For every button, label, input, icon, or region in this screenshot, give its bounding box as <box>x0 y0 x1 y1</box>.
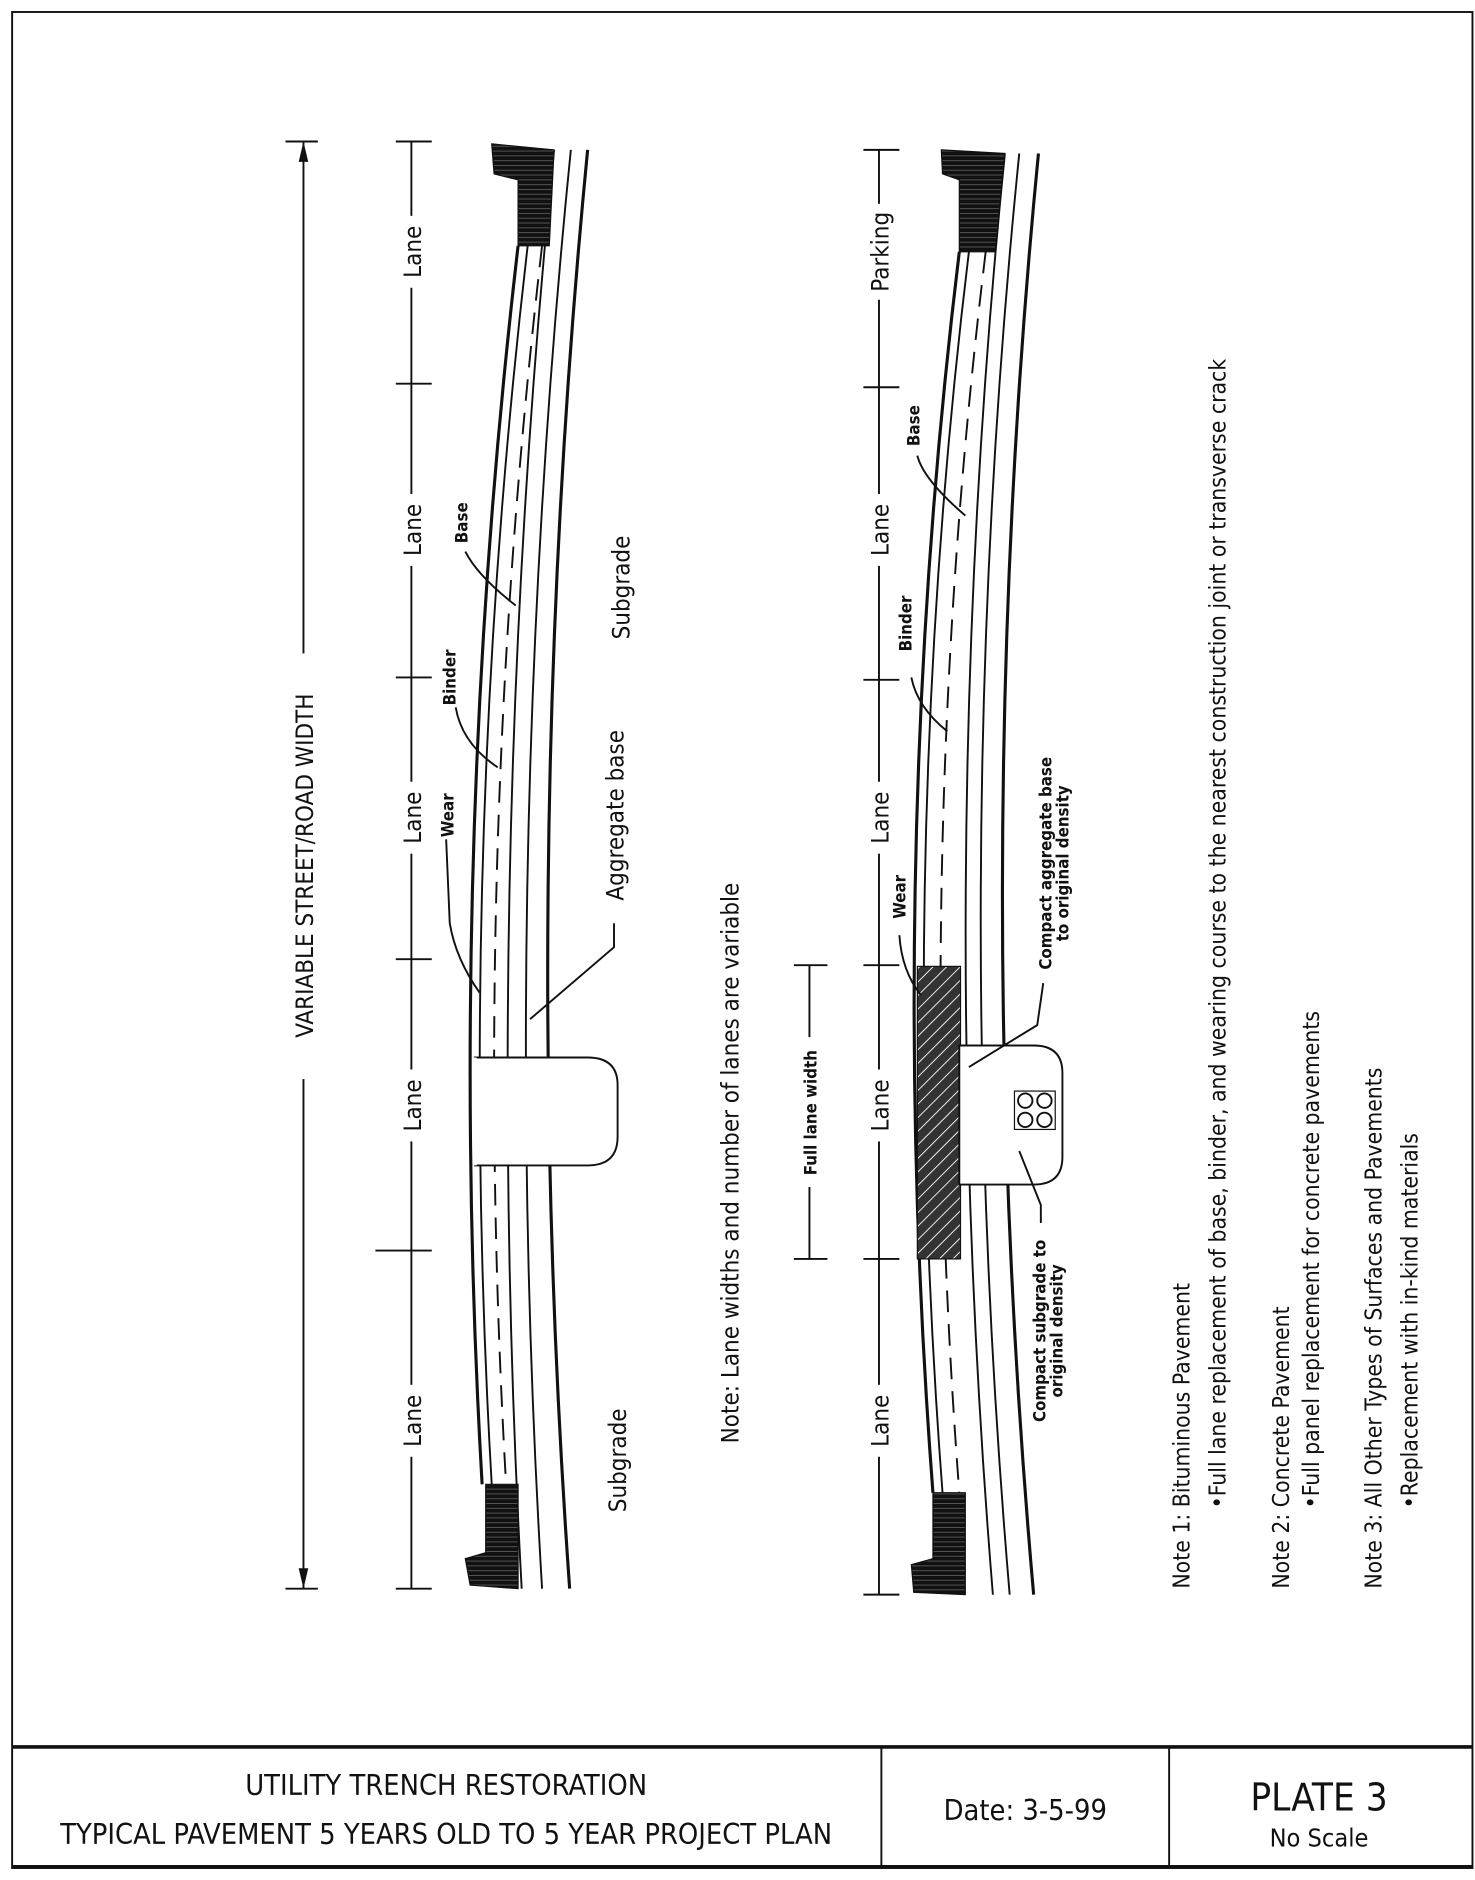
base-label: Base <box>452 502 472 543</box>
overall-width-label: VARIABLE STREET/ROAD WIDTH <box>291 694 319 1038</box>
title-block: UTILITY TRENCH RESTORATION TYPICAL PAVEM… <box>12 1745 1473 1869</box>
title-line-1: UTILITY TRENCH RESTORATION <box>245 1768 647 1802</box>
lane-label: Lane <box>399 792 427 844</box>
note-2-detail: •Full panel replacement for concrete pav… <box>1299 1011 1325 1508</box>
compact-subgrade-label: original density <box>1046 1264 1066 1397</box>
replaced-lane-patch <box>916 965 962 1260</box>
note-1-detail: •Full lane replacement of base, binder, … <box>1205 359 1231 1509</box>
scale-label: No Scale <box>1270 1823 1369 1852</box>
full-lane-width-label: Full lane width <box>801 1050 821 1175</box>
compact-aggregate-label: Compact aggregate base <box>1036 757 1056 970</box>
trench-outline <box>958 1044 1064 1186</box>
subgrade-label: Subgrade <box>604 1408 632 1512</box>
plate-number: PLATE 3 <box>1250 1775 1387 1820</box>
lane-label: Lane <box>867 792 895 844</box>
lane-label: Lane <box>399 1395 427 1447</box>
lane-label: Lane <box>399 226 427 278</box>
lane-label: Lane <box>867 504 895 556</box>
lane-label: Lane <box>399 504 427 556</box>
lane-label: Lane <box>399 1079 427 1131</box>
note-3-title: Note 3: All Other Types of Surfaces and … <box>1361 1068 1387 1589</box>
compact-aggregate-label: to original density <box>1052 785 1072 941</box>
binder-label: Binder <box>895 595 915 651</box>
right-section: Parking Lane Lane Lane Lane Full lane wi… <box>793 148 1072 1596</box>
wear-label: Wear <box>889 874 909 918</box>
binder-label: Binder <box>440 649 460 705</box>
subgrade-label: Subgrade <box>608 536 636 640</box>
note-2-title: Note 2: Concrete Pavement <box>1269 1306 1295 1588</box>
parking-label: Parking <box>867 212 895 292</box>
notes: Note 1: Bituminous Pavement •Full lane r… <box>1170 359 1424 1589</box>
lane-label: Lane <box>867 1079 895 1131</box>
left-section: VARIABLE STREET/ROAD WIDTH Lane Lane Lan… <box>285 140 636 1590</box>
base-label: Base <box>904 405 924 446</box>
date-label: Date: 3-5-99 <box>944 1793 1107 1827</box>
aggregate-base-label: Aggregate base <box>602 730 630 901</box>
lanes-variable-note: Note: Lane widths and number of lanes ar… <box>717 883 745 1444</box>
trench-outline <box>473 1056 619 1167</box>
note-1-title: Note 1: Bituminous Pavement <box>1170 1283 1196 1589</box>
compact-subgrade-label: Compact subgrade to <box>1030 1240 1050 1422</box>
title-line-2: TYPICAL PAVEMENT 5 YEARS OLD TO 5 YEAR P… <box>59 1817 832 1851</box>
note-3-detail: •Replacement with in-kind materials <box>1397 1133 1423 1508</box>
conduit-icon <box>1013 1090 1056 1131</box>
wear-label: Wear <box>437 793 457 837</box>
lane-label: Lane <box>867 1395 895 1447</box>
